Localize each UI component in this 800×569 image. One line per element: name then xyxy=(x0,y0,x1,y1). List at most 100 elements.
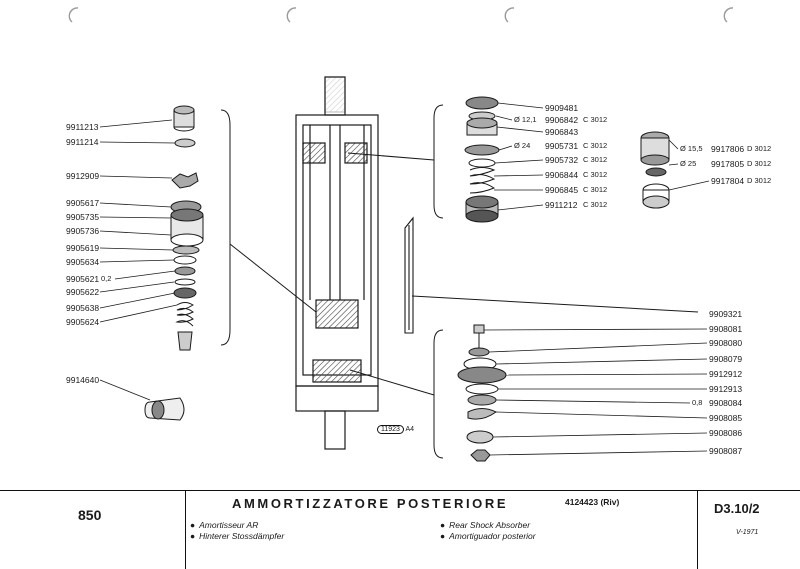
part-number-label: 9905732 xyxy=(545,155,579,165)
page-title: AMMORTIZZATORE POSTERIORE xyxy=(232,496,509,511)
part-number-label: 9905731 xyxy=(545,141,579,151)
part-number-label: 9908086 xyxy=(709,428,743,438)
part-number-label: 9911214 xyxy=(66,137,99,147)
leader-line xyxy=(99,230,172,236)
part-number-label: 9905619 xyxy=(66,243,100,253)
binder-hole-3 xyxy=(504,7,515,23)
description-de-text: Hinterer Stossdämpfer xyxy=(199,531,285,541)
part-size-label: 0,8 xyxy=(692,398,703,407)
upper-right-parts-stack xyxy=(464,96,500,223)
part-number-label: 9912909 xyxy=(66,171,100,181)
assembly-part-number: 4124423 (Riv) xyxy=(565,497,620,507)
description-es-text: Amortiguador posterior xyxy=(449,531,536,541)
bracket-lines xyxy=(220,104,699,459)
part-code-label: C 3012 xyxy=(583,185,608,194)
part-code-label: C 3012 xyxy=(583,115,608,124)
part-size-label: Ø 12,1 xyxy=(514,115,537,124)
leader-line xyxy=(483,328,708,331)
footer-divider-right xyxy=(697,491,698,569)
leader-line xyxy=(99,259,175,263)
part-number-label: 9909481 xyxy=(545,103,579,113)
drawing-ref-code: 11923 xyxy=(377,425,404,434)
exploded-view-drawing xyxy=(144,76,699,462)
part-number-label: 9906844 xyxy=(545,170,579,180)
leader-line xyxy=(495,399,691,404)
part-number-label: 9905735 xyxy=(66,212,100,222)
leader-line xyxy=(493,174,544,177)
drawing-ref-sheet: A4 xyxy=(405,426,415,433)
bullet-icon: ● xyxy=(190,520,196,530)
part-number-label: 9911212 xyxy=(545,200,578,210)
leader-line xyxy=(668,163,679,166)
part-number-label: 9909321 xyxy=(709,309,743,319)
part-number-label: 9905617 xyxy=(66,198,100,208)
part-number-label: 9908085 xyxy=(709,413,743,423)
part-number-label: 9917806 xyxy=(711,144,745,154)
part-size-label: Ø 15,5 xyxy=(680,144,703,153)
page-number: D3.10/2 xyxy=(714,501,760,516)
part-number-label: 9917805 xyxy=(711,159,745,169)
part-number-label: 9906842 xyxy=(545,115,579,125)
part-number-label: 9912912 xyxy=(709,369,743,379)
part-number-label: 9911213 xyxy=(66,122,99,132)
leader-lines xyxy=(99,102,710,456)
part-code-label: C 3012 xyxy=(583,200,608,209)
leader-line xyxy=(668,139,679,150)
part-code-label: C 3012 xyxy=(583,155,608,164)
description-es: ●Amortiguador posterior xyxy=(440,531,536,541)
binder-hole-2 xyxy=(286,7,297,23)
leader-line xyxy=(99,247,174,251)
leader-line xyxy=(668,180,710,191)
left-parts-stack xyxy=(144,105,204,421)
part-size-label: Ø 24 xyxy=(514,141,531,150)
leader-line xyxy=(489,450,708,456)
part-size-label: 0,2 xyxy=(101,274,112,283)
leader-line xyxy=(99,141,176,144)
part-code-label: D 3012 xyxy=(747,176,772,185)
part-number-label: 9908080 xyxy=(709,338,743,348)
part-number-label: 9908079 xyxy=(709,354,743,364)
part-number-label: 9905634 xyxy=(66,257,100,267)
leader-line xyxy=(495,411,708,419)
leader-line xyxy=(99,175,173,179)
part-number-label: 9906843 xyxy=(545,127,579,137)
part-number-label: 9908087 xyxy=(709,446,743,456)
part-number-label: 9908084 xyxy=(709,398,743,408)
leader-line xyxy=(99,202,172,208)
revision-date: V-1971 xyxy=(736,529,759,536)
binder-holes xyxy=(68,7,734,23)
description-en: ●Rear Shock Absorber xyxy=(440,520,530,530)
leader-line xyxy=(99,379,151,401)
leader-line xyxy=(99,216,172,219)
leader-line xyxy=(495,115,513,121)
model-number: 850 xyxy=(78,507,102,523)
leader-line xyxy=(505,373,708,376)
description-fr: ●Amortisseur AR xyxy=(190,520,258,530)
part-code-label: D 3012 xyxy=(747,144,772,153)
leader-line xyxy=(99,281,175,293)
part-code-label: C 3012 xyxy=(583,170,608,179)
part-number-label: 9908081 xyxy=(709,324,743,334)
binder-hole-1 xyxy=(68,7,79,23)
part-number-label: 9914640 xyxy=(66,375,100,385)
footer-divider-left xyxy=(185,491,186,569)
far-right-parts-stack xyxy=(640,131,670,209)
part-number-label: 9905621 xyxy=(66,274,100,284)
part-number-label: 9912913 xyxy=(709,384,743,394)
leader-line xyxy=(99,292,176,309)
part-number-label: 9905622 xyxy=(66,287,100,297)
leader-line xyxy=(492,432,708,438)
description-de: ●Hinterer Stossdämpfer xyxy=(190,531,284,541)
part-code-label: C 3012 xyxy=(583,141,608,150)
leader-line xyxy=(488,342,708,353)
part-number-label: 9906845 xyxy=(545,185,579,195)
part-number-label: 9905638 xyxy=(66,303,100,313)
leader-line xyxy=(498,145,513,151)
footer-divider xyxy=(0,490,800,491)
leader-line xyxy=(495,358,708,365)
piston-rod xyxy=(404,216,414,334)
lower-right-parts-stack xyxy=(457,324,507,462)
part-number-label: 9905736 xyxy=(66,226,100,236)
shock-absorber-section xyxy=(295,76,379,450)
